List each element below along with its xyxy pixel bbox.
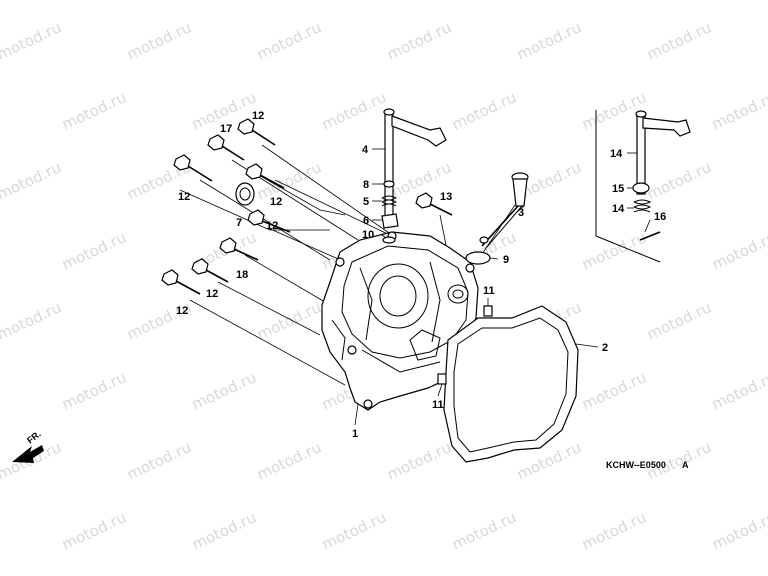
bolt-12-long	[247, 209, 291, 233]
watermark-text: motod.ru	[449, 88, 519, 133]
callout-18: 16	[654, 211, 666, 223]
watermark-text: motod.ru	[709, 88, 768, 133]
callout-5: 5	[363, 196, 369, 208]
callout-16: 14	[612, 203, 625, 215]
bolt-14-low	[219, 237, 259, 261]
bolts	[161, 118, 453, 295]
callout-12-b: 12	[178, 191, 190, 203]
callout-12-d: 12	[266, 220, 278, 232]
inset-parts	[595, 110, 691, 263]
watermark-text: motod.ru	[189, 368, 259, 413]
bolt-14-top	[207, 134, 245, 161]
watermark-text: motod.ru	[644, 158, 714, 203]
callout-labels: 12 17 12 12 7 12 18 12 12 4 8 5 6 10 13 …	[176, 110, 666, 440]
oil-seal-part-7	[235, 182, 255, 206]
watermark-text: motod.ru	[579, 368, 649, 413]
watermark-text: motod.ru	[0, 158, 64, 203]
watermark-text: motod.ru	[59, 368, 129, 413]
front-direction-arrow	[12, 445, 44, 463]
bolt-12-top	[237, 118, 276, 146]
callout-12-c: 12	[270, 196, 282, 208]
watermark-text: motod.ru	[0, 18, 64, 63]
watermark-text: motod.ru	[319, 88, 389, 133]
bolt-12-mid	[245, 163, 285, 189]
callout-3: 3	[518, 207, 524, 219]
callout-15: 14	[610, 148, 623, 160]
watermark-text: motod.ru	[319, 508, 389, 553]
watermark-text: motod.ru	[709, 508, 768, 553]
watermark-text: motod.ru	[59, 88, 129, 133]
shaft-part-4	[383, 108, 447, 225]
callout-17: 15	[612, 183, 624, 195]
callout-10: 10	[362, 229, 374, 241]
bolt-12-low	[191, 258, 229, 283]
callout-13: 13	[440, 191, 452, 203]
watermark-text: motod.ru	[579, 228, 649, 273]
watermark-text: motod.ru	[384, 18, 454, 63]
bolt-13	[415, 192, 453, 216]
callout-leaders	[354, 148, 651, 426]
callout-12-a: 12	[252, 110, 264, 122]
watermark-text: motod.ru	[514, 18, 584, 63]
callout-11-a: 11	[483, 285, 495, 297]
watermark-text: motod.ru	[384, 438, 454, 483]
crankcase-cover-part-1	[321, 231, 479, 411]
callout-14-a: 17	[220, 123, 232, 135]
callout-4: 4	[362, 144, 369, 156]
watermark-text: motod.ru	[59, 508, 129, 553]
watermark-text: motod.ru	[254, 18, 324, 63]
bolt-12-bottom	[161, 269, 201, 295]
watermark-text: motod.ru	[579, 508, 649, 553]
watermark-text: motod.ru	[709, 228, 768, 273]
watermark-text: motod.ru	[254, 438, 324, 483]
front-marker-label: FR.	[25, 429, 43, 446]
watermark-text: motod.ru	[449, 508, 519, 553]
diagram-code: KCHW--E0500	[606, 460, 666, 470]
watermark-text: motod.ru	[644, 298, 714, 343]
shaft-small-parts	[381, 180, 399, 244]
bolt-12-left	[173, 154, 213, 182]
callout-9: 9	[503, 254, 509, 266]
watermark-text: motod.ru	[644, 18, 714, 63]
callout-2: 2	[602, 342, 608, 354]
callout-14-b: 18	[236, 269, 248, 281]
watermark-text: motod.ru	[59, 228, 129, 273]
callout-6: 6	[363, 215, 369, 227]
callout-7: 7	[236, 217, 242, 229]
callout-1: 1	[352, 428, 358, 440]
watermark-text: motod.ru	[0, 298, 64, 343]
watermark-text: motod.ru	[254, 298, 324, 343]
watermark-text: motod.ru	[124, 18, 194, 63]
watermark-text: motod.ru	[189, 508, 259, 553]
watermark-text: motod.ru	[709, 368, 768, 413]
gasket-part-2	[443, 305, 579, 463]
diagram-suffix: A	[682, 460, 689, 470]
callout-11-b: 11	[432, 399, 444, 411]
callout-12-e: 12	[206, 288, 218, 300]
callout-8: 8	[363, 179, 369, 191]
callout-12-f: 12	[176, 305, 188, 317]
watermark-text: motod.ru	[124, 438, 194, 483]
